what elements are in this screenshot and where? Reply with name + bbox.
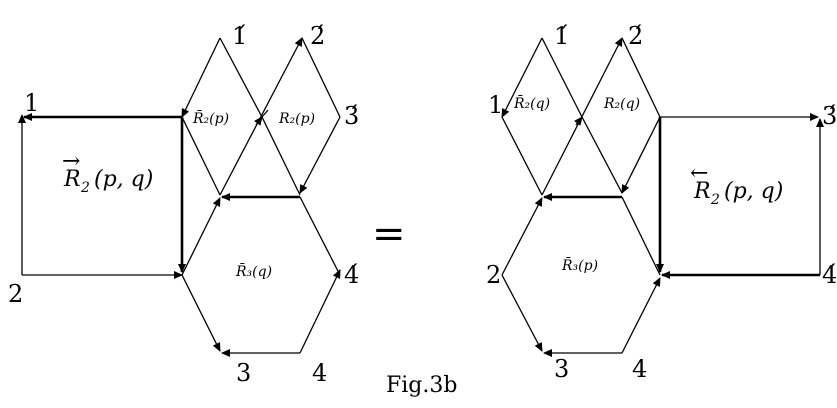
right-label-1: 1 (488, 91, 503, 119)
right-label-4: 4 (632, 355, 647, 383)
left-label-1: 1 (24, 89, 39, 117)
left-diamond-d (301, 37, 341, 118)
right-label-2p: 2́ (628, 22, 643, 50)
right-rbar2-label: R̄₂(q) (513, 94, 550, 112)
left-label-1p: 1́ (232, 22, 247, 50)
right-hex-1 (501, 197, 543, 276)
right-label-2: 2 (486, 261, 501, 289)
left-rbar2-label: R̄₂(p) (192, 109, 229, 127)
left-hex-5 (181, 274, 221, 352)
right-rbar3-label: R̄₃(p) (561, 256, 598, 274)
left-inner-tick-2 (261, 109, 269, 118)
left-r2-main: R (63, 167, 81, 192)
left-label-2p: 2́ (310, 22, 325, 50)
left-diamond-c (181, 116, 221, 196)
right-hex-2 (621, 196, 661, 276)
left-label-2: 2 (8, 280, 23, 308)
right-diamond-d (621, 37, 661, 118)
left-label-4p: 4́ (344, 261, 359, 289)
left-rbar3-label: R̄₃(q) (235, 262, 272, 280)
left-diamond-b (219, 37, 263, 118)
left-hex-1 (181, 197, 221, 276)
left-cross-2 (261, 116, 301, 196)
left-r2-sub: 2 (80, 180, 90, 196)
left-hex-3 (299, 269, 341, 354)
right-r2-arrow: ← (690, 161, 708, 186)
figure-caption: Fig.3b (386, 373, 457, 398)
right-r2-sub: 2 (710, 192, 720, 208)
left-r2-label: R₂(p) (278, 111, 315, 127)
right-hex-5 (501, 274, 543, 352)
right-hex-3 (621, 277, 661, 354)
right-diamond-a (501, 37, 543, 118)
right-diagram: 1 1́ 2́ 3́ 2 4́ 3 4 ← R 2 (p, q) R̄₂(q) … (486, 22, 837, 383)
left-diamond-e (299, 116, 341, 194)
left-r2-args: (p, q) (94, 167, 153, 192)
right-label-1p: 1́ (554, 22, 569, 50)
left-diagram: 1 2 1́ 2́ 3́ 4́ 3 4 → R 2 (p, q) R̄₂(p) … (8, 22, 359, 387)
left-diamond-a (181, 37, 221, 118)
right-diamond-b (541, 37, 583, 118)
right-diamond-e (621, 116, 661, 194)
right-cross-2 (581, 116, 623, 194)
left-inner-tick-1 (254, 116, 263, 126)
left-hex-2 (299, 196, 341, 276)
right-inner-tick (574, 116, 583, 126)
equals-sign: = (372, 211, 406, 257)
right-label-4p: 4́ (822, 261, 837, 289)
left-label-3: 3 (236, 359, 251, 387)
left-label-4: 4 (312, 359, 327, 387)
right-r2-label: R₂(q) (603, 96, 640, 112)
right-r2-main: R (693, 179, 711, 204)
right-diamond-c (501, 116, 543, 196)
right-r2-args: (p, q) (724, 179, 783, 204)
right-label-3: 3 (554, 355, 569, 383)
left-r2-arrow: → (62, 149, 80, 174)
left-label-3p: 3́ (344, 102, 359, 130)
right-label-3p: 3́ (822, 102, 837, 130)
